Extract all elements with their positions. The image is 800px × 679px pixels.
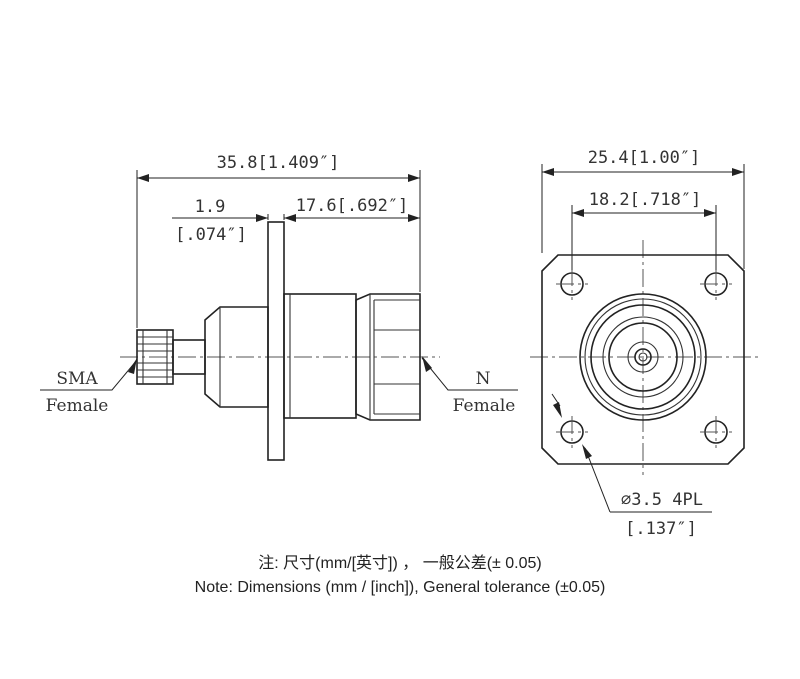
note-english: Note: Dimensions (mm / [inch]), General … [194,579,606,596]
hole-spacing-dimension: 18.2[.718″] [571,190,717,270]
n-female-callout: N Female [421,356,518,416]
hole-diameter-inch-label: [.137″] [625,519,697,539]
n-connector-face [579,293,707,421]
flange-width-dimension: 25.4[1.00″] [541,148,745,269]
sma-connector [136,329,206,385]
overall-length-dimension: 35.8[1.409″] [137,153,420,182]
front-view: 25.4[1.00″] 18.2[.718″] ⌀3.5 4PL [.137″] [530,148,762,539]
flange-thickness-dimension: 1.9 [.074″] [172,197,296,245]
side-view: 35.8[1.409″] 1.9 [.074″] 17.6[.692″] SMA… [40,153,518,461]
sma-female-callout: SMA Female [40,358,138,416]
hole-spacing-label: 18.2[.718″] [589,190,702,210]
flange-thickness-inch-label: [.074″] [175,225,247,245]
n-connector [355,293,421,421]
flange-width-label: 25.4[1.00″] [588,148,701,168]
n-label: N [476,369,491,389]
hole-diameter-label: ⌀3.5 4PL [621,490,703,510]
sma-label: SMA [56,369,98,389]
flange-thickness-label: 1.9 [195,197,226,217]
note-chinese: 注: 尺寸(mm/[英寸]) ， 一般公差(± 0.05) [258,555,542,572]
n-side-length-label: 17.6[.692″] [296,196,409,216]
hole-diameter-callout: ⌀3.5 4PL [.137″] [551,393,712,539]
n-female-label: Female [453,396,516,416]
mounting-holes [556,268,732,448]
n-side-length-dimension: 17.6[.692″] [284,196,420,222]
sma-female-label: Female [46,396,109,416]
front-flange [541,254,745,465]
overall-length-label: 35.8[1.409″] [217,153,340,173]
side-flange [267,221,285,461]
adapter-body-right [283,293,357,419]
